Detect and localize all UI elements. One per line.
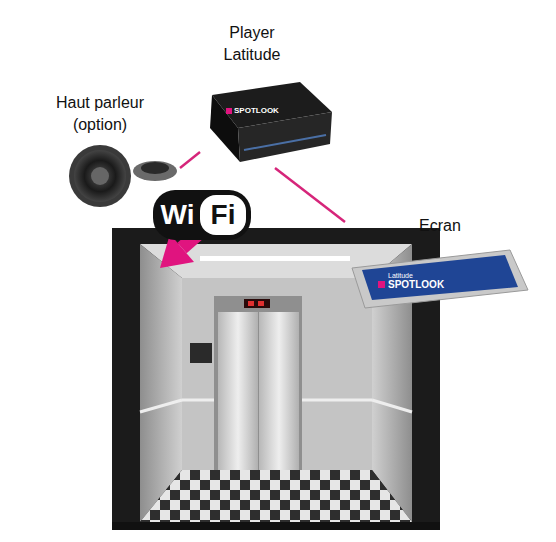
handrail — [182, 399, 214, 402]
handrail — [372, 400, 412, 412]
brand-text: Latitude — [388, 272, 413, 279]
device-node: Haut parleur (option) — [45, 92, 180, 205]
device-node: Ecran — [345, 215, 530, 310]
screen-panel — [362, 255, 518, 300]
elevator-cabin — [112, 228, 440, 530]
speaker-side — [133, 161, 177, 181]
speaker-cap — [91, 167, 109, 185]
speaker-device — [69, 145, 177, 207]
wifi-text: Wi — [155, 201, 200, 229]
player-front — [238, 112, 332, 162]
brand-text: SPOTLOOK — [234, 107, 279, 115]
floor-display — [244, 299, 270, 308]
handrail — [140, 400, 182, 412]
cabin-base — [112, 522, 440, 530]
display-digit — [248, 301, 254, 306]
cable-line — [275, 168, 345, 222]
back-wall — [182, 278, 372, 470]
device-label: Ecran — [380, 215, 500, 237]
cable-line — [180, 152, 200, 168]
cabin-screen — [190, 343, 212, 363]
door-leaf — [218, 312, 258, 470]
player-device — [210, 82, 332, 162]
player-ports — [244, 135, 326, 150]
handrail — [302, 399, 372, 402]
display-digit — [258, 301, 264, 306]
logo-icon — [226, 108, 232, 114]
player-side — [210, 95, 240, 162]
device-label: Player Latitude — [200, 22, 304, 66]
speaker-side-cone — [141, 162, 169, 174]
wifi-badge — [153, 190, 251, 240]
brand-text: SPOTLOOK — [388, 280, 444, 290]
wifi-badge-inner — [200, 195, 246, 235]
speaker-cone — [74, 150, 126, 202]
ceiling-light — [200, 256, 350, 261]
cabin-floor — [140, 470, 412, 522]
door-frame — [214, 296, 302, 470]
door-leaf — [259, 312, 299, 470]
device-node: Player Latitude — [200, 22, 335, 168]
speaker-rim — [69, 145, 131, 207]
wifi-logo — [153, 190, 251, 240]
device-label: Haut parleur (option) — [45, 92, 155, 136]
wifi-text: Fi — [200, 201, 246, 229]
logo-icon — [378, 281, 385, 288]
screen-frame — [352, 250, 528, 308]
screen-device — [352, 250, 528, 308]
cabin-shell — [112, 228, 440, 530]
